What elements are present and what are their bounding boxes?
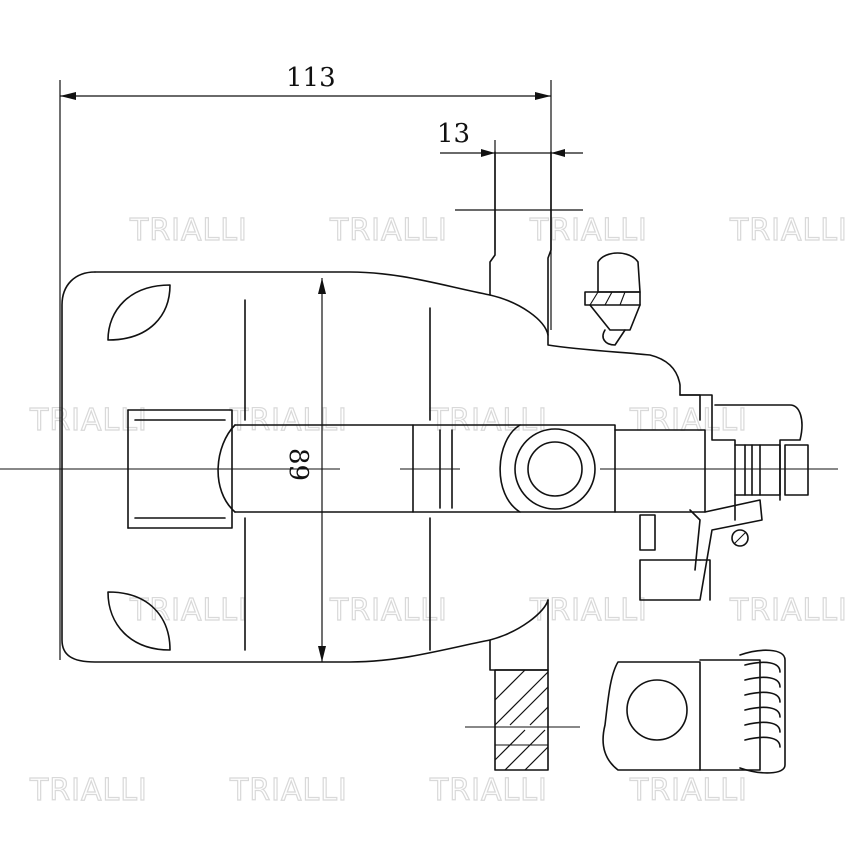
- piston-bridge: [127, 299, 616, 651]
- watermark-logo: TRIALLI: [529, 593, 648, 628]
- watermark-logo: TRIALLI: [229, 403, 348, 438]
- bleed-valve: [584, 252, 641, 346]
- watermark-logo: TRIALLI: [429, 403, 548, 438]
- caliper-body: [61, 151, 701, 671]
- watermark-logo: TRIALLI: [129, 213, 248, 248]
- watermark-logo: TRIALLI: [529, 213, 648, 248]
- watermark-logo: TRIALLI: [629, 773, 748, 808]
- mount-bolt-section: [465, 669, 580, 771]
- watermark-logo: TRIALLI: [129, 593, 248, 628]
- piston-bore: [499, 424, 596, 513]
- guide-boot: [602, 559, 786, 774]
- watermark-logo: TRIALLI: [329, 213, 448, 248]
- watermark-logo: TRIALLI: [729, 593, 848, 628]
- dimension-label-113: 113: [286, 63, 336, 93]
- watermark-logo: TRIALLI: [429, 773, 548, 808]
- carrier-bracket: [614, 394, 809, 601]
- watermark-logo: TRIALLI: [29, 773, 148, 808]
- yoke-windows: [107, 284, 171, 651]
- dimension-label-89: 89: [283, 448, 313, 481]
- watermark-logo: TRIALLI: [729, 213, 848, 248]
- watermark-logo: TRIALLI: [329, 593, 448, 628]
- dimension-piston-height: 89: [283, 278, 326, 662]
- watermark-logo: TRIALLI: [29, 403, 148, 438]
- watermark-logo: TRIALLI: [629, 403, 748, 438]
- watermark-logo: TRIALLI: [229, 773, 348, 808]
- watermark-layer: TRIALLI TRIALLI TRIALLI TRIALLI TRIALLI …: [28, 212, 848, 808]
- dimension-label-13: 13: [437, 119, 470, 149]
